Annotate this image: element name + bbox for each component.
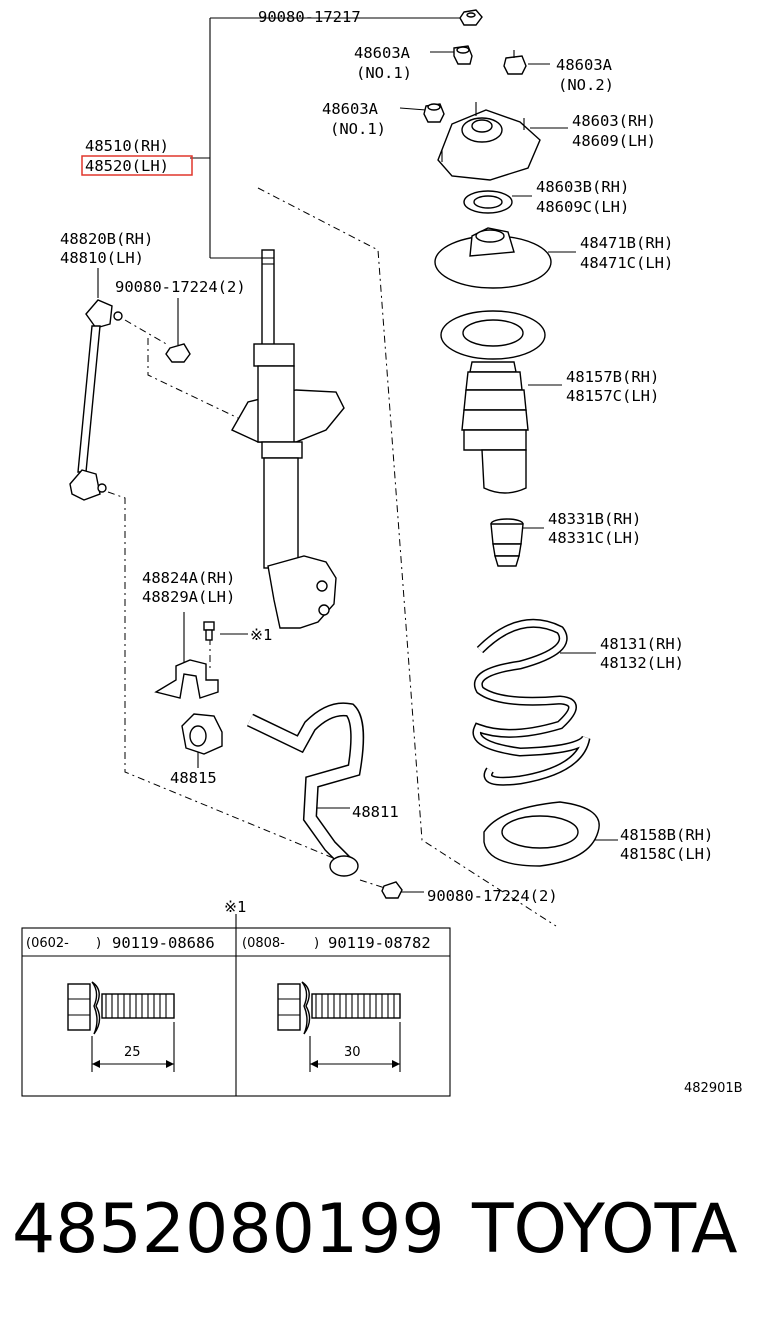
label-bracket-rh[interactable]: 48824A(RH)	[142, 569, 235, 587]
drawing-code: 482901B	[684, 1081, 743, 1096]
label-top-nut[interactable]: 90080-17217	[258, 8, 361, 26]
label-seat-upper-rh[interactable]: 48471B(RH)	[580, 234, 673, 252]
assembly-dash-lines	[107, 187, 557, 927]
suspension-parts-diagram: 90080-17217 48603A (NO.1) 48603A (NO.2) …	[21, 8, 743, 1097]
label-insulator-lh[interactable]: 48158C(LH)	[620, 845, 713, 863]
label-boot-lh[interactable]: 48157C(LH)	[566, 387, 659, 405]
brand-name: TOYOTA	[472, 1190, 738, 1269]
bearing-icon	[463, 190, 513, 214]
dust-boot-icon	[440, 310, 546, 494]
label-bracket-lh[interactable]: 48829A(LH)	[142, 588, 235, 606]
link-nut-icon	[165, 343, 191, 363]
label-mount-nut-2-note: (NO.2)	[558, 76, 614, 94]
label-mount-nut-3-note: (NO.1)	[330, 120, 386, 138]
mount-nut-1-icon	[453, 45, 473, 65]
label-bumper-rh[interactable]: 48331B(RH)	[548, 510, 641, 528]
bump-stop-icon	[490, 518, 524, 567]
strut-assembly-icon	[231, 249, 345, 629]
stabilizer-link-icon	[69, 299, 123, 501]
label-strut-lh[interactable]: 48520(LH)	[85, 157, 169, 175]
label-mount-nut-1[interactable]: 48603A	[354, 44, 411, 62]
label-seat-upper-lh[interactable]: 48471C(LH)	[580, 254, 673, 272]
label-bushing[interactable]: 48815	[170, 769, 217, 787]
label-spring-rh[interactable]: 48131(RH)	[600, 635, 684, 653]
bolt-1-length: 25	[124, 1045, 141, 1060]
label-bottom-nut[interactable]: 90080-17224(2)	[427, 887, 558, 905]
bolt-2-date-from: (0808-	[242, 936, 285, 951]
bracket-bolt-icon	[203, 621, 215, 641]
stabilizer-bushing-icon	[181, 713, 223, 755]
bolt-2-icon	[277, 981, 401, 1035]
lower-insulator-icon	[483, 801, 600, 867]
label-mount-nut-3[interactable]: 48603A	[322, 100, 379, 118]
mount-nut-2-icon	[503, 50, 527, 75]
label-link-lh[interactable]: 48810(LH)	[60, 249, 144, 267]
stabilizer-bar-icon	[246, 702, 365, 877]
footer: 4852080199 TOYOTA	[0, 1190, 760, 1280]
mount-nut-3-icon	[423, 103, 445, 123]
bottom-nut-icon	[381, 881, 403, 899]
bolt-1-part-number[interactable]: 90119-08686	[112, 934, 215, 952]
stabilizer-bracket-icon	[154, 659, 219, 699]
label-support-rh[interactable]: 48603(RH)	[572, 112, 656, 130]
coil-spring-icon	[472, 618, 591, 786]
label-stabilizer[interactable]: 48811	[352, 803, 399, 821]
bolt-1-date-from: (0602-	[26, 936, 69, 951]
label-mount-nut-1-note: (NO.1)	[356, 64, 412, 82]
label-boot-rh[interactable]: 48157B(RH)	[566, 368, 659, 386]
bolt-1-date-to: )	[96, 936, 101, 951]
label-support-lh[interactable]: 48609(LH)	[572, 132, 656, 150]
part-number-title: 4852080199	[12, 1190, 445, 1269]
label-bearing-lh[interactable]: 48609C(LH)	[536, 198, 629, 216]
part-labels: 90080-17217 48603A (NO.1) 48603A (NO.2) …	[60, 8, 713, 916]
bolt-2-length: 30	[344, 1045, 361, 1060]
label-table-ref: ※1	[224, 898, 246, 916]
bolt-1-icon	[67, 981, 175, 1035]
strut-support-icon	[437, 102, 541, 181]
top-nut-icon	[459, 9, 483, 26]
label-mount-nut-2[interactable]: 48603A	[556, 56, 613, 74]
bolt-2-date-to: )	[314, 936, 319, 951]
label-bumper-lh[interactable]: 48331C(LH)	[548, 529, 641, 547]
label-link-rh[interactable]: 48820B(RH)	[60, 230, 153, 248]
selected-part-highlight	[81, 155, 193, 176]
upper-spring-seat-icon	[434, 227, 552, 289]
bolt-table: (0602- ) 90119-08686 (0808- ) 90119-0878…	[21, 927, 451, 1097]
label-bearing-rh[interactable]: 48603B(RH)	[536, 178, 629, 196]
label-spring-lh[interactable]: 48132(LH)	[600, 654, 684, 672]
label-link-nut[interactable]: 90080-17224(2)	[115, 278, 246, 296]
bolt-2-part-number[interactable]: 90119-08782	[328, 934, 431, 952]
label-bolt-ref: ※1	[250, 626, 272, 644]
label-insulator-rh[interactable]: 48158B(RH)	[620, 826, 713, 844]
label-strut-rh[interactable]: 48510(RH)	[85, 137, 169, 155]
leader-lines	[97, 17, 618, 928]
